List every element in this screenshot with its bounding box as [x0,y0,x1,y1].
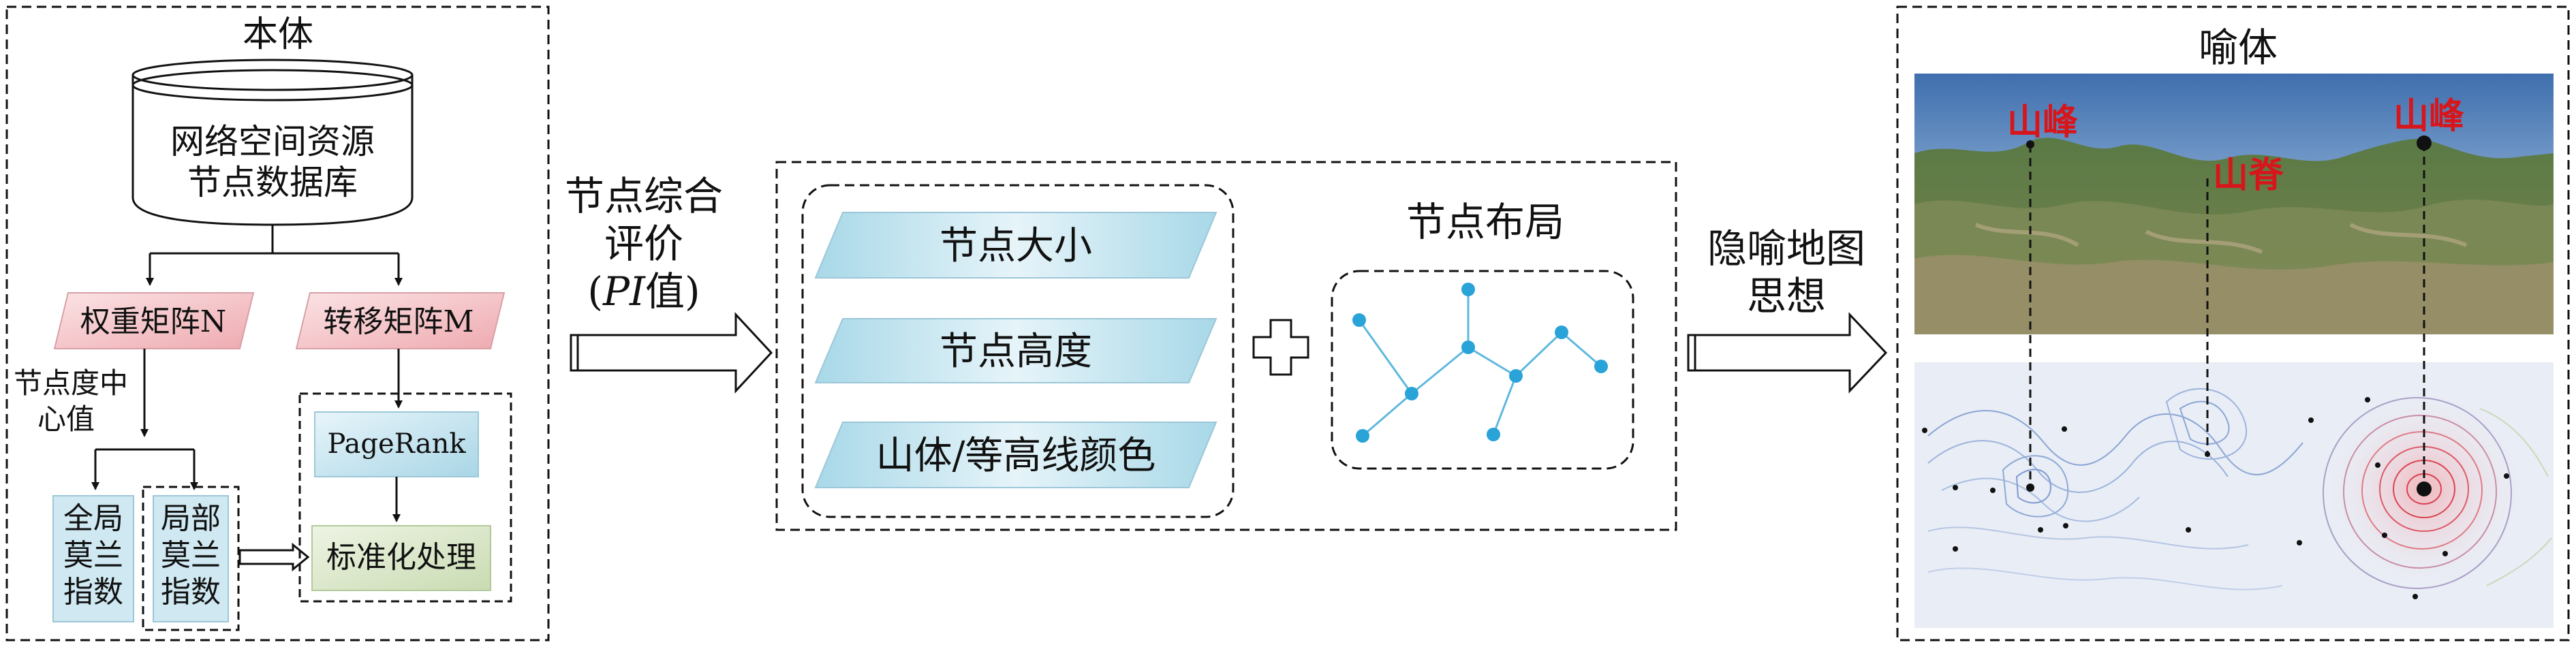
param-color-label: 山体/等高线颜色 [876,434,1156,478]
pagerank-group-frame [298,392,512,603]
database-connectors [146,225,403,286]
map-point [1922,428,1927,433]
map-point [2063,523,2068,528]
node-layout-title: 节点布局 [1406,199,1564,245]
weight-matrix-box [53,292,255,349]
evaluation-line3: (PI值) [587,268,700,315]
map-point [2186,527,2191,533]
graph-node [1509,369,1523,383]
param-color-box [814,422,1217,488]
global-moran-line1: 全局 [63,501,123,536]
local-moran-line3: 指数 [161,575,221,610]
evaluation-line2: 评价 [604,221,683,267]
node-layout-nodes [1352,283,1608,443]
global-moran-box [52,495,134,622]
to-normalize-arrow [238,542,310,572]
map-point [2442,551,2448,556]
weight-connectors [91,349,198,490]
terrain-image [1914,74,2554,335]
weight-matrix-label: 权重矩阵N [80,304,227,339]
ontology-frame [5,5,550,642]
label-peak-left: 山峰 [2007,101,2078,143]
correspondence-lines [2029,143,2425,489]
param-node-height-box [814,318,1217,383]
local-moran-box [153,495,229,622]
degree-centrality-line1: 节点度中 [14,366,128,400]
evaluation-arrow [570,312,773,394]
map-point [2062,426,2067,432]
metaphor-arrow-line2: 思想 [1747,273,1826,319]
contour-map [1914,362,2554,628]
map-point [2412,594,2418,599]
normalize-label: 标准化处理 [326,540,476,575]
plus-icon [1252,319,1309,376]
local-moran-line1: 局部 [161,501,221,536]
map-point [2375,462,2380,468]
transfer-matrix-label: 转移矩阵M [323,304,474,339]
map-point [2365,397,2370,402]
attributes-frame [775,161,1677,531]
map-point [2308,417,2314,423]
graph-node [1405,387,1418,400]
visual-params-frame [801,184,1235,518]
graph-node [1487,428,1500,441]
graph-node [1555,326,1568,339]
metaphor-title: 喻体 [2199,25,2278,71]
param-node-size-box [814,212,1217,279]
normalize-box [311,525,491,591]
graph-node [1461,283,1475,296]
map-point [1953,485,1958,490]
database-label-line1: 网络空间资源 [170,122,375,161]
graph-node [1352,313,1366,327]
ontology-title: 本体 [243,14,313,55]
metaphor-frame [1896,5,2570,642]
map-point [2038,527,2043,533]
local-moran-line2: 莫兰 [161,538,221,573]
evaluation-line1: 节点综合 [565,173,723,219]
database-icon [131,59,414,226]
map-point [2297,540,2302,545]
metaphor-arrow [1687,312,1888,394]
graph-node [1356,429,1369,443]
global-moran-line3: 指数 [63,575,123,610]
node-layout-frame [1331,270,1634,470]
map-point [2382,533,2387,538]
map-point [2504,473,2509,479]
degree-centrality-line2: 心值 [37,402,95,436]
node-layout-edges [1358,289,1602,437]
global-moran-line2: 莫兰 [63,538,123,573]
map-point [1990,488,1996,493]
graph-node [1594,360,1608,373]
param-node-size-label: 节点大小 [940,224,1092,268]
pagerank-label: PageRank [327,428,466,460]
metaphor-arrow-line1: 隐喻地图 [1707,225,1865,272]
local-moran-highlight [142,486,240,631]
label-peak-right: 山峰 [2393,95,2464,137]
database-label-line2: 节点数据库 [187,163,358,202]
param-node-height-label: 节点高度 [940,330,1092,374]
map-point [1953,546,1958,552]
graph-node [1461,341,1475,354]
label-ridge: 山脊 [2213,155,2284,196]
transfer-matrix-box [295,292,506,349]
